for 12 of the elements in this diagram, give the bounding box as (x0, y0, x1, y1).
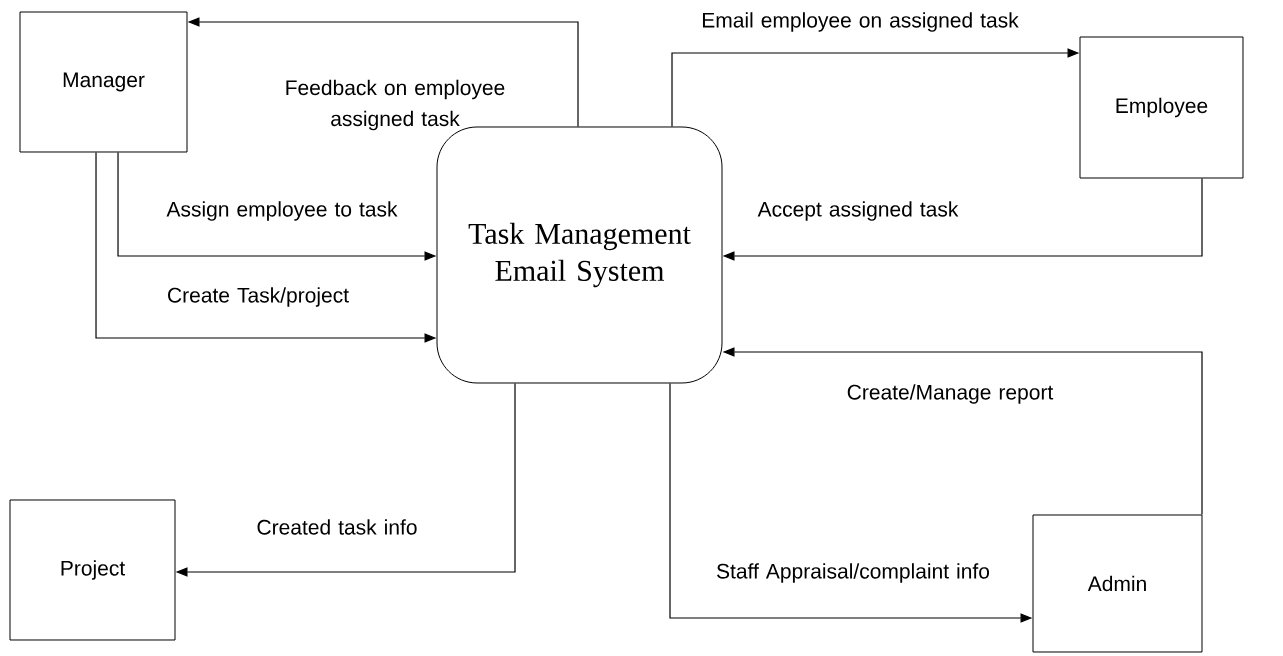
edge-label: Staff Appraisal/complaint info (717, 563, 990, 583)
entity-box: Manager (19, 11, 188, 153)
edge-label: Create/Manage report (847, 384, 1054, 404)
edge-label: Assign employee to task (166, 201, 398, 221)
edge-label: Create Task/project (168, 287, 349, 307)
entity-box: Project (9, 499, 176, 641)
edge-label: Accept assigned task (757, 201, 959, 221)
edge-label: Email employee on assigned task (703, 12, 1019, 32)
entity-box: Admin (1032, 514, 1203, 653)
entity-box: Employee (1079, 36, 1244, 179)
edge-label: Created task info (257, 519, 417, 535)
process-box: Task Management Email System (436, 126, 723, 384)
